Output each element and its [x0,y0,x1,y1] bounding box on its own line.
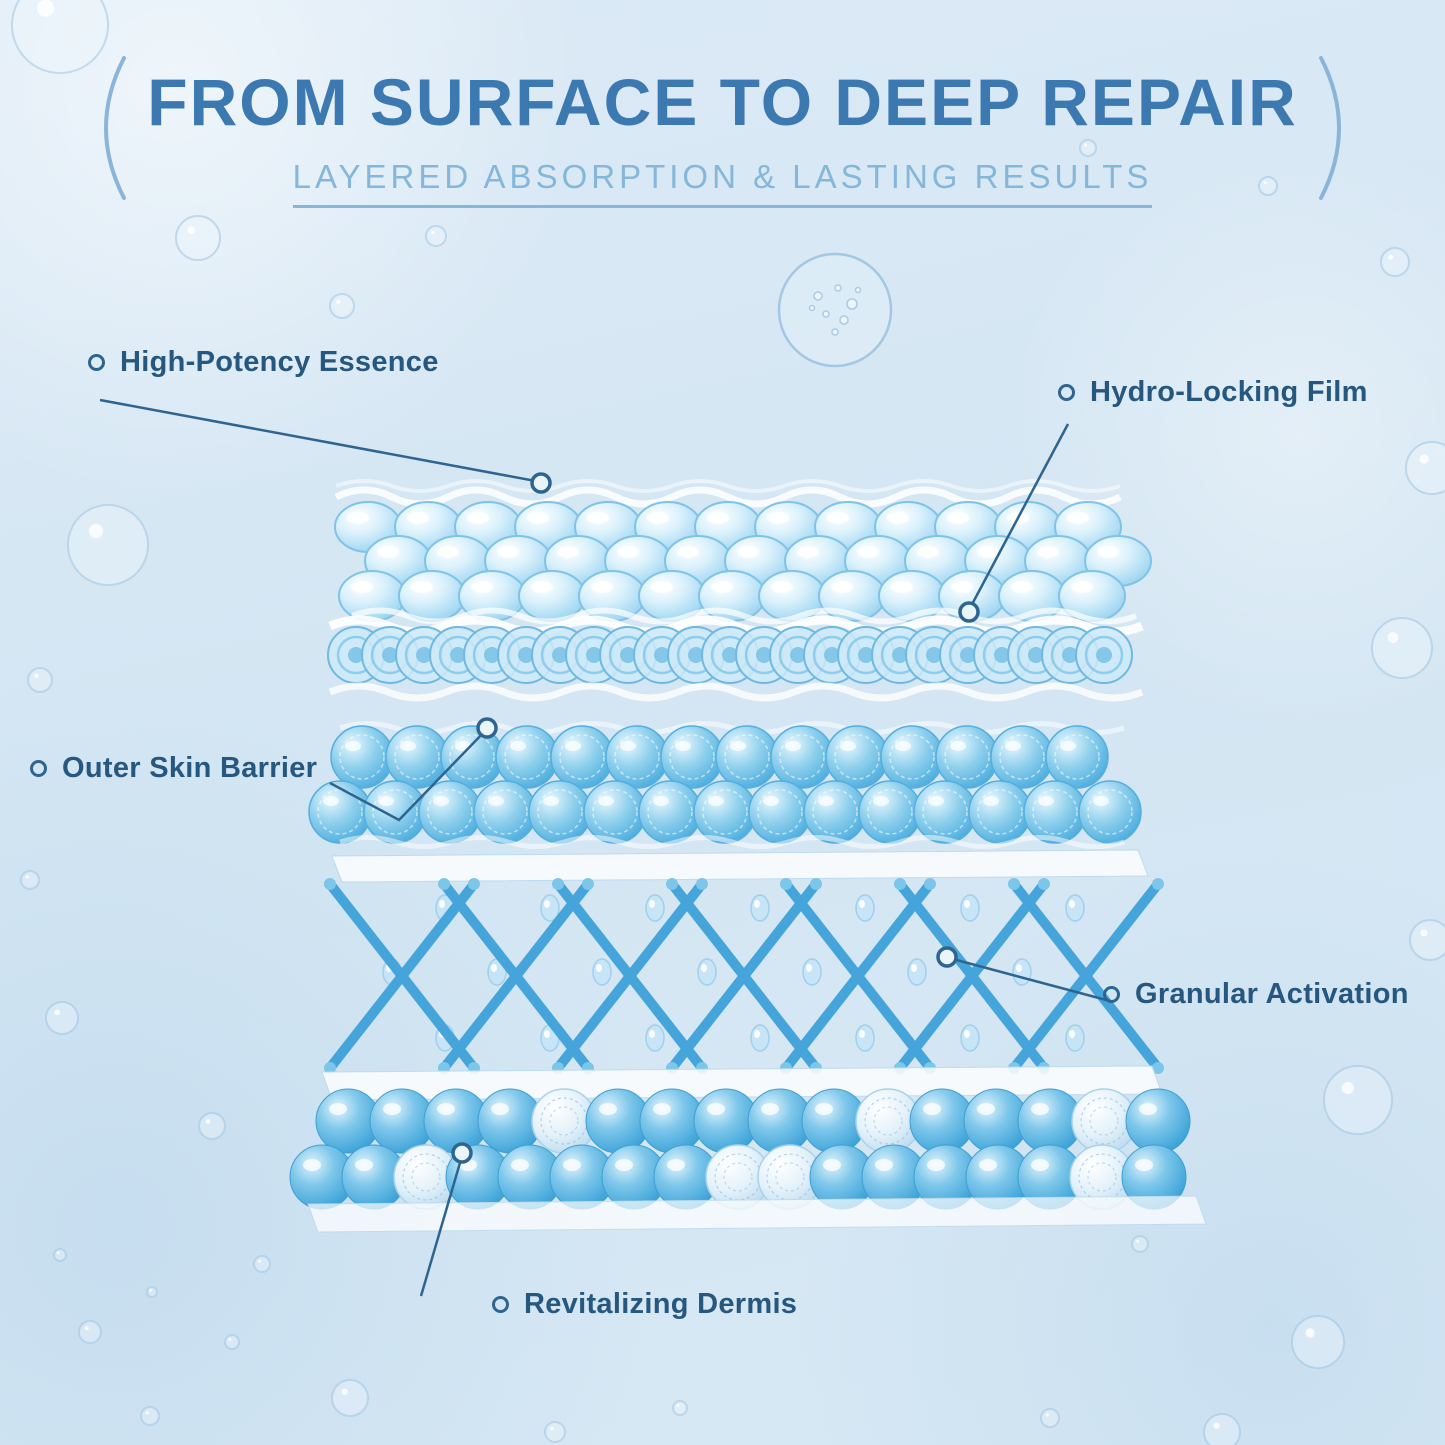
callout-leader-lines [99,398,1111,1297]
granular-lattice-layer [321,849,1164,1101]
large-bubble [777,252,893,368]
callout-revitalizing-dermis: Revitalizing Dermis [492,1288,797,1321]
header: FROM SURFACE TO DEEP REPAIR LAYERED ABSO… [0,64,1445,208]
essence-capsule-layer [334,479,1152,625]
callout-label-barrier: Outer Skin Barrier [62,752,318,784]
callout-label-granular: Granular Activation [1135,978,1409,1010]
callout-hydro-locking-film: Hydro-Locking Film [1058,376,1368,409]
circle-marker-icon [88,354,105,371]
outer-barrier-layer [308,721,1142,849]
callout-label-dermis: Revitalizing Dermis [524,1288,798,1320]
callout-outer-skin-barrier: Outer Skin Barrier [30,752,317,785]
circle-marker-icon [492,1296,509,1313]
dermis-layer [289,1088,1207,1233]
callout-granular-activation: Granular Activation [1103,978,1409,1011]
decorative-paren-left [104,56,126,200]
decorative-paren-right [1319,56,1341,200]
circle-marker-icon [1103,986,1120,1003]
callout-high-potency-essence: High-Potency Essence [88,346,439,379]
circle-marker-icon [1058,384,1075,401]
water-bubbles [11,0,1445,1445]
hydro-film-layer [327,615,1144,702]
circle-marker-icon [30,760,47,777]
page-title: FROM SURFACE TO DEEP REPAIR [147,65,1298,139]
page-subtitle: LAYERED ABSORPTION & LASTING RESULTS [292,158,1153,208]
callout-label-essence: High-Potency Essence [120,346,439,378]
callout-label-film: Hydro-Locking Film [1090,376,1368,408]
